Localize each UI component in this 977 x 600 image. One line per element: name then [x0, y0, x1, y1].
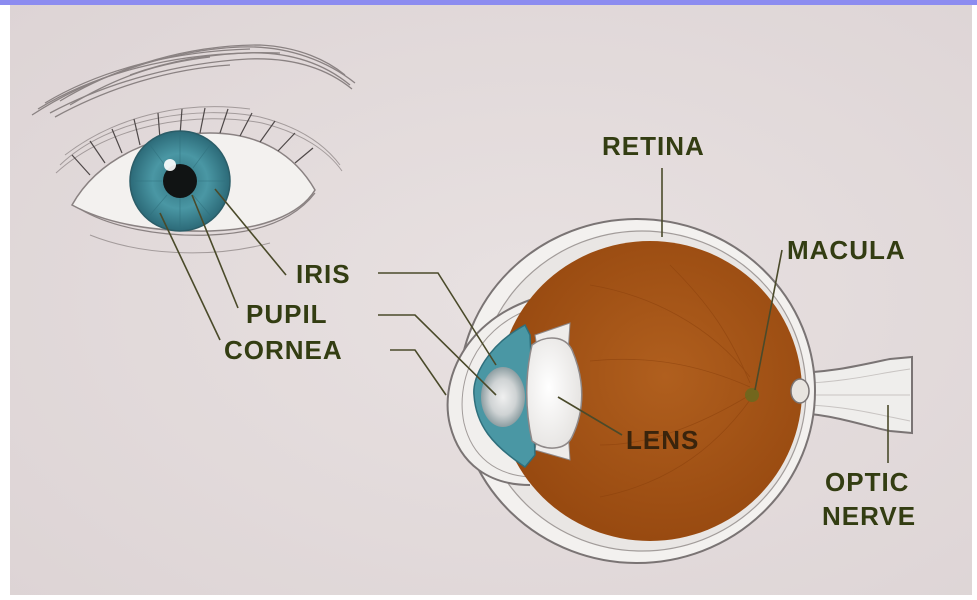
optic-disc	[791, 379, 809, 403]
optic-nerve-label-line2: NERVE	[822, 503, 916, 529]
cornea-label: CORNEA	[224, 337, 343, 363]
eye-anatomy-diagram: RETINA MACULA IRIS PUPIL CORNEA LENS OPT…	[10, 5, 972, 595]
pupil-section	[481, 367, 525, 427]
retina-label: RETINA	[602, 133, 705, 159]
lens-section	[527, 338, 582, 448]
pupil-label: PUPIL	[246, 301, 328, 327]
eye-highlight	[164, 159, 176, 171]
macula-spot	[745, 388, 759, 402]
lens-label: LENS	[626, 427, 699, 453]
iris-label: IRIS	[296, 261, 351, 287]
macula-label: MACULA	[787, 237, 906, 263]
optic-nerve-label-line1: OPTIC	[825, 469, 909, 495]
